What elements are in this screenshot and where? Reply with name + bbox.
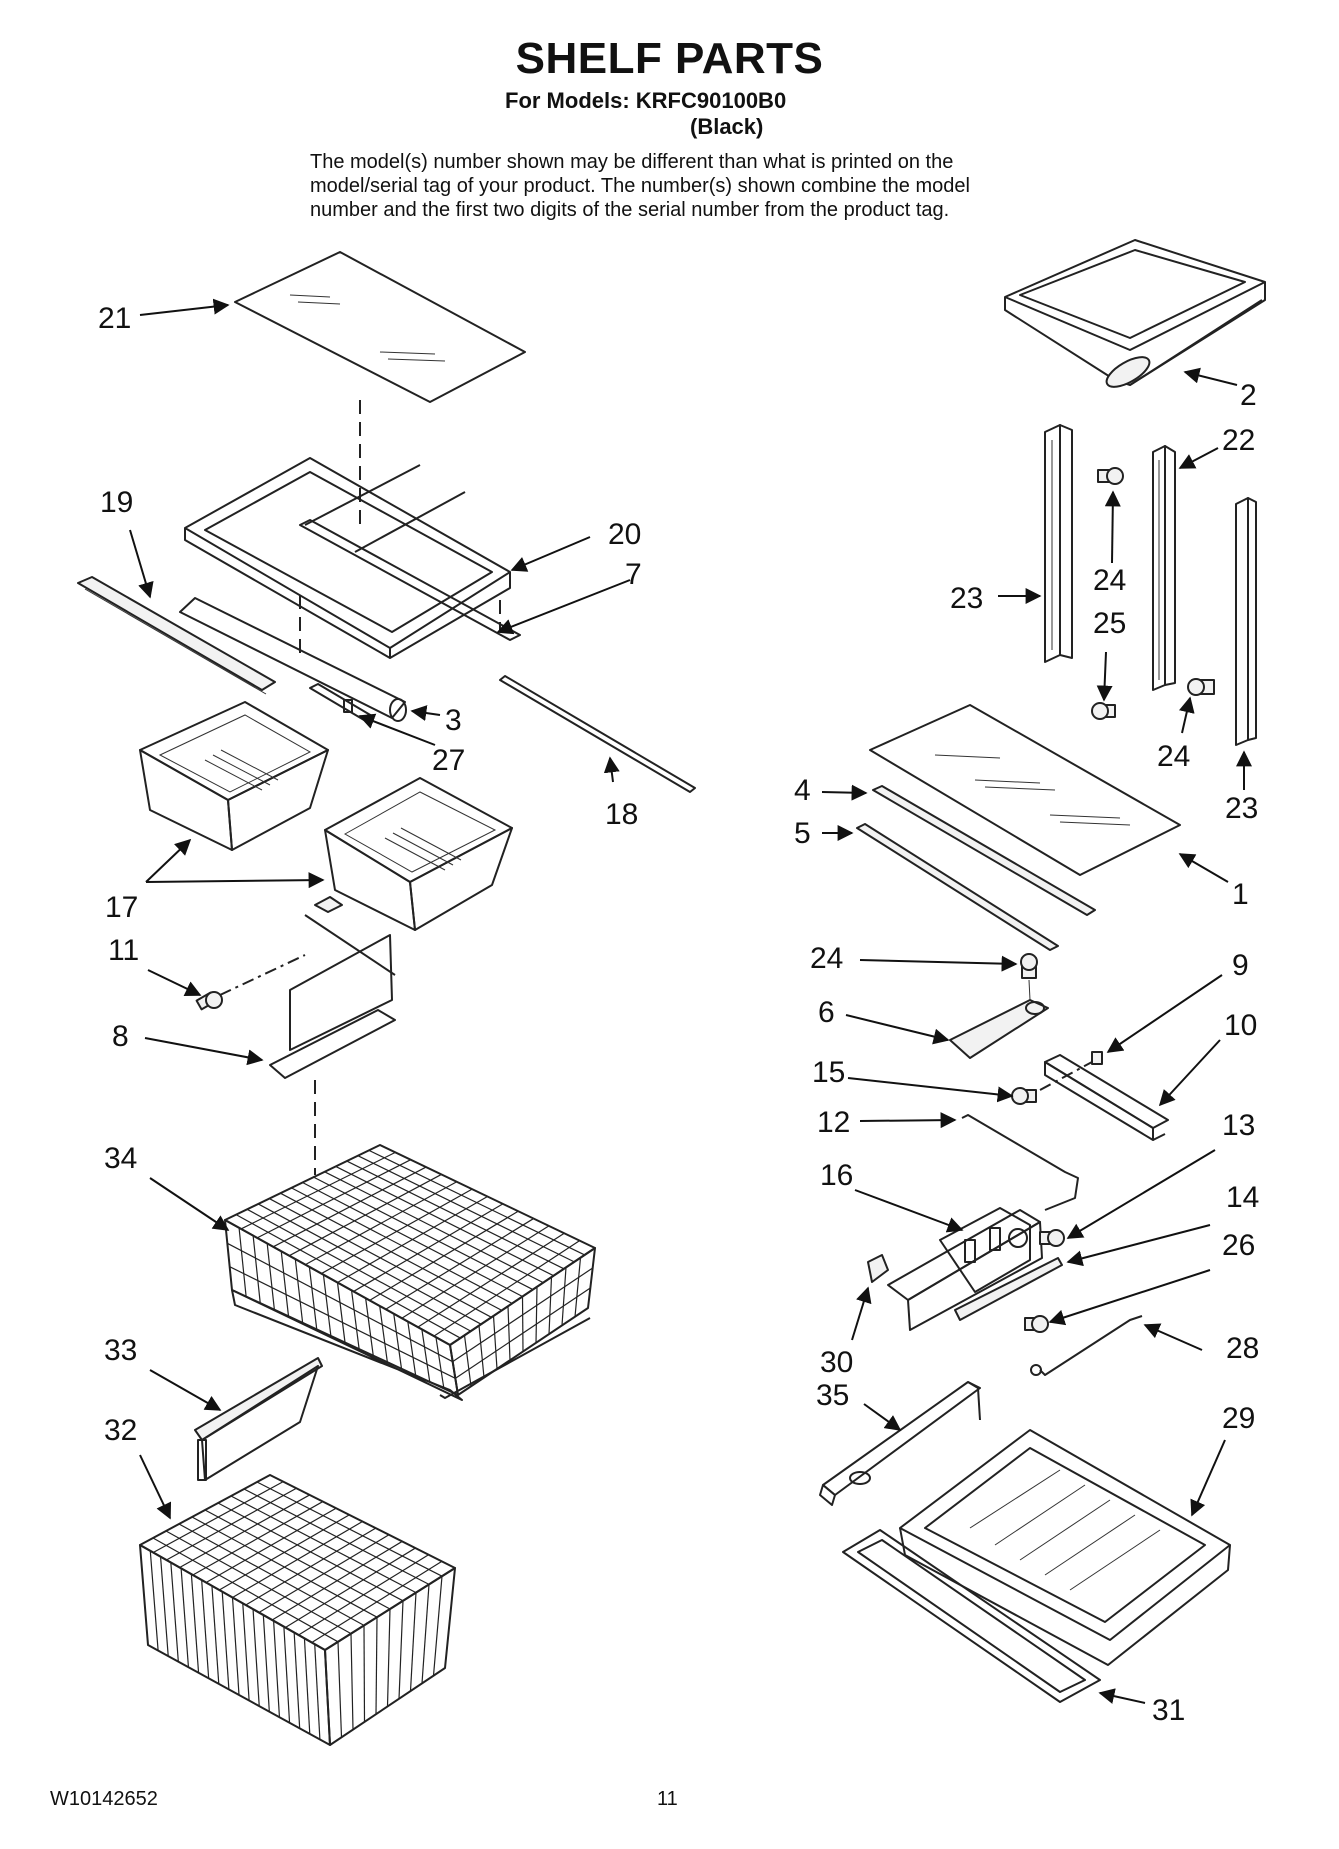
callout-16: 16 bbox=[820, 1159, 853, 1192]
callout-24: 24 bbox=[1093, 564, 1126, 597]
part-24-screw-upper bbox=[1097, 467, 1124, 485]
note-line-2: model/serial tag of your product. The nu… bbox=[310, 175, 970, 197]
part-2-shelf-assembly bbox=[1004, 239, 1266, 388]
callout-13: 13 bbox=[1222, 1109, 1255, 1142]
callout-14: 14 bbox=[1226, 1181, 1259, 1214]
callout-3: 3 bbox=[445, 704, 462, 737]
part-6-bracket bbox=[949, 999, 1049, 1059]
callout-31: 31 bbox=[1152, 1694, 1185, 1727]
part-21-glass-shelf bbox=[234, 251, 526, 403]
models-line: For Models: KRFC90100B0 bbox=[505, 88, 787, 113]
part-16-drawer-housing bbox=[887, 1207, 1043, 1331]
part-9-clip bbox=[1091, 1051, 1103, 1065]
part-27-clip bbox=[309, 683, 373, 721]
part-12-wire-retainer bbox=[961, 1114, 1079, 1211]
callout-19: 19 bbox=[100, 486, 133, 519]
callout-6: 6 bbox=[818, 996, 835, 1029]
part-31-tray-cover bbox=[842, 1529, 1101, 1703]
document-number: W10142652 bbox=[50, 1788, 158, 1810]
part-17-crisper-bin-right bbox=[324, 777, 513, 931]
callout-7: 7 bbox=[625, 558, 642, 591]
callout-labels: 21 19 20 7 3 27 18 17 11 8 34 33 32 2 22… bbox=[98, 302, 1259, 1727]
callout-leaders bbox=[129, 298, 1252, 1704]
part-29-deli-tray bbox=[899, 1429, 1231, 1666]
page-number: 11 bbox=[657, 1788, 678, 1810]
part-18-rod bbox=[499, 675, 696, 793]
callout-8: 8 bbox=[112, 1020, 129, 1053]
callout-10: 10 bbox=[1224, 1009, 1257, 1042]
callout-4: 4 bbox=[794, 774, 811, 807]
part-20-shelf-frame bbox=[184, 457, 511, 659]
callout-11: 11 bbox=[108, 934, 139, 967]
part-24-screw-lower bbox=[1020, 953, 1038, 979]
part-33-basket-divider bbox=[194, 1357, 323, 1481]
callout-25: 25 bbox=[1093, 607, 1126, 640]
callout-18: 18 bbox=[605, 798, 638, 831]
callout-30: 30 bbox=[820, 1346, 853, 1379]
callout-32: 32 bbox=[104, 1414, 137, 1447]
assembly-guide-line bbox=[1028, 979, 1031, 1001]
callout-1: 1 bbox=[1232, 878, 1249, 911]
part-30-clip bbox=[867, 1254, 889, 1283]
callout-29: 29 bbox=[1222, 1402, 1255, 1435]
assembly-guide-line bbox=[219, 954, 306, 996]
part-10-slide-rail bbox=[1044, 1054, 1169, 1141]
part-11-screw bbox=[195, 991, 223, 1011]
callout-33: 33 bbox=[104, 1334, 137, 1367]
part-19-front-trim bbox=[77, 576, 276, 695]
callout-23: 23 bbox=[1225, 792, 1258, 825]
part-3-roller-tube bbox=[179, 597, 407, 722]
model-number-note: The model(s) number shown may be differe… bbox=[310, 150, 1100, 222]
part-25-screw bbox=[1091, 702, 1116, 720]
part-23-rail-right bbox=[1235, 497, 1257, 746]
part-23-rail-left bbox=[1044, 424, 1073, 663]
callout-24: 24 bbox=[810, 942, 843, 975]
part-34-wire-basket bbox=[224, 1144, 596, 1401]
callout-12: 12 bbox=[817, 1106, 850, 1139]
callout-35: 35 bbox=[816, 1379, 849, 1412]
callout-27: 27 bbox=[432, 744, 465, 777]
callout-22: 22 bbox=[1222, 424, 1255, 457]
part-22-rail-center bbox=[1152, 445, 1176, 691]
part-13-screw bbox=[1039, 1229, 1065, 1247]
callout-5: 5 bbox=[794, 817, 811, 850]
callout-20: 20 bbox=[608, 518, 641, 551]
model-variant: (Black) bbox=[690, 114, 764, 139]
callout-34: 34 bbox=[104, 1142, 137, 1175]
part-28-cable bbox=[1030, 1315, 1143, 1376]
callout-24: 24 bbox=[1157, 740, 1190, 773]
part-5-trim bbox=[856, 823, 1059, 951]
part-26-screw bbox=[1024, 1315, 1049, 1333]
part-4-trim bbox=[872, 785, 1096, 916]
part-7-rear-trim bbox=[299, 519, 521, 641]
note-line-1: The model(s) number shown may be differe… bbox=[310, 151, 954, 173]
part-8-divider bbox=[269, 896, 396, 1079]
callout-17: 17 bbox=[105, 891, 138, 924]
callout-9: 9 bbox=[1232, 949, 1249, 982]
callout-21: 21 bbox=[98, 302, 131, 335]
part-24-screw-middle bbox=[1187, 678, 1215, 696]
note-line-3: number and the first two digits of the s… bbox=[310, 199, 950, 221]
part-32-wire-basket bbox=[139, 1474, 456, 1746]
callout-2: 2 bbox=[1240, 379, 1257, 412]
part-15-screw bbox=[1011, 1087, 1037, 1105]
callout-28: 28 bbox=[1226, 1332, 1259, 1365]
part-17-crisper-bin-left bbox=[139, 701, 329, 851]
page-title: SHELF PARTS bbox=[515, 34, 824, 83]
callout-15: 15 bbox=[812, 1056, 845, 1089]
callout-23: 23 bbox=[950, 582, 983, 615]
callout-26: 26 bbox=[1222, 1229, 1255, 1262]
part-1-glass-shelf bbox=[869, 704, 1181, 876]
part-14-strip bbox=[954, 1257, 1063, 1321]
part-35-rail-cover bbox=[819, 1381, 981, 1506]
